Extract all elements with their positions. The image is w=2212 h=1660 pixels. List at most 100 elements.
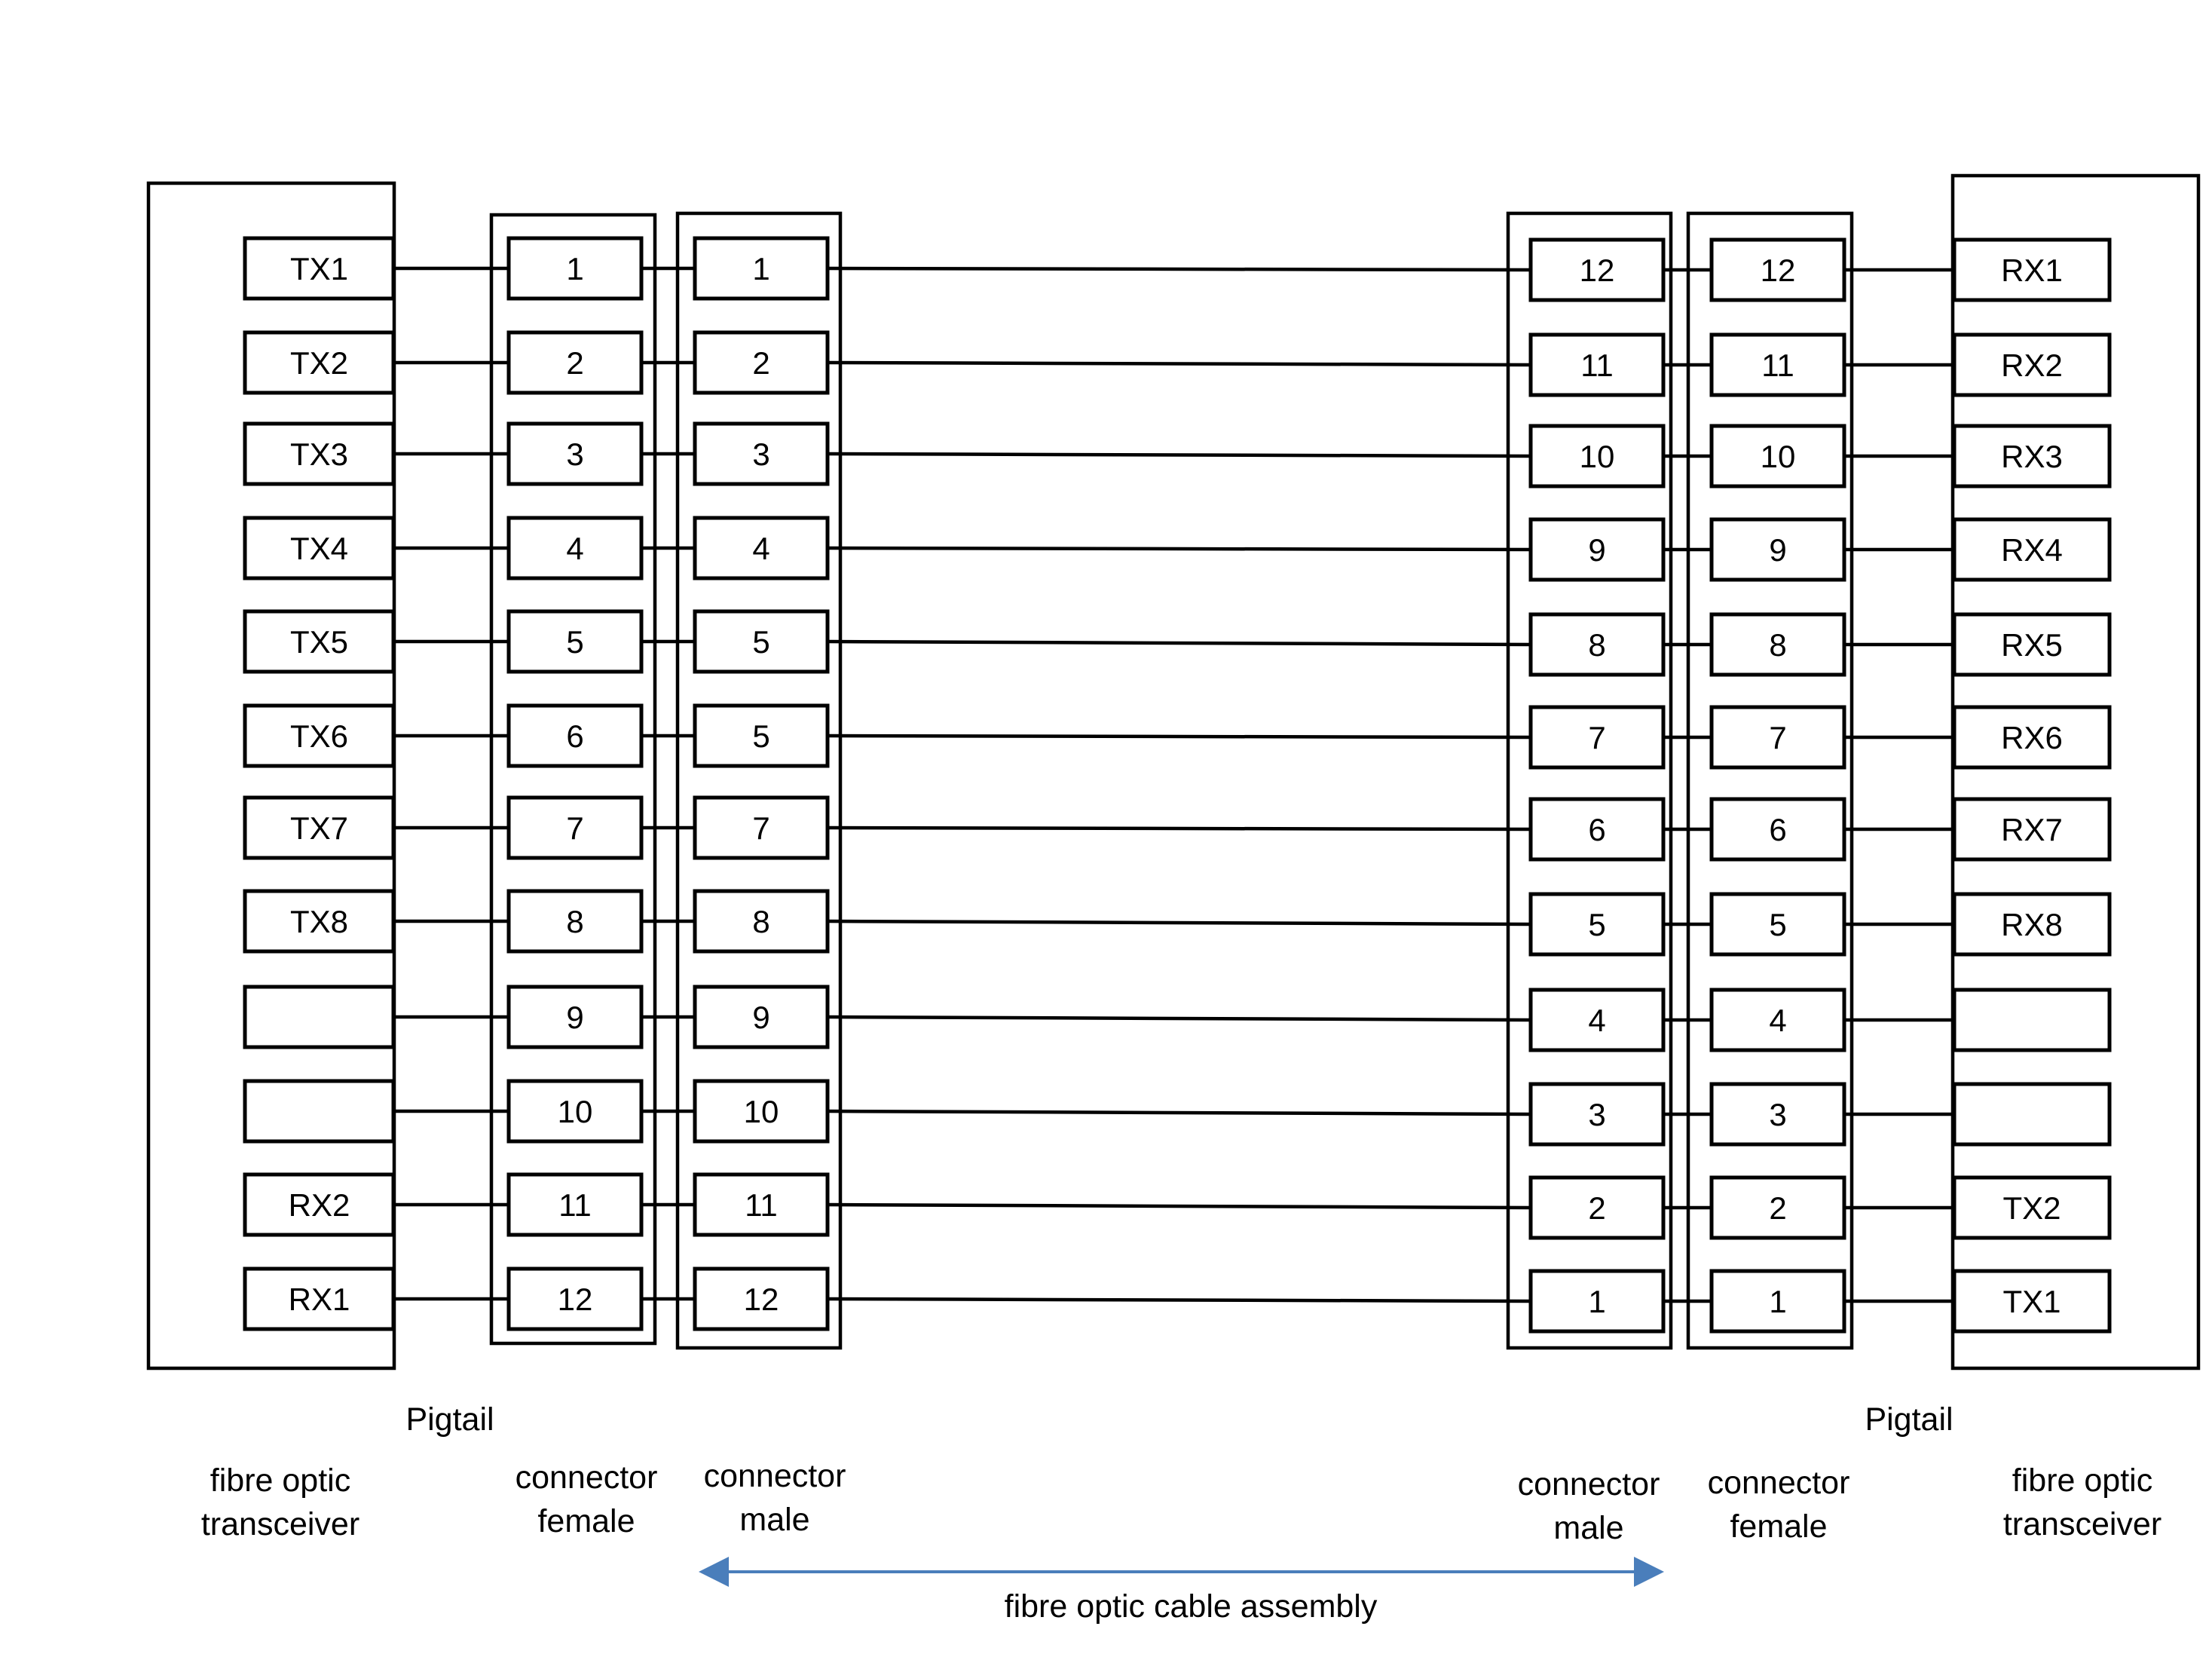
right-connector-female-label-line2: female <box>1730 1508 1827 1545</box>
left-male-pin-box <box>693 330 830 395</box>
cable-fibre <box>827 452 1531 458</box>
left-male-pin: 5 <box>693 703 830 768</box>
right-transceiver-channel-box <box>1952 612 2112 677</box>
right-male-pin-box <box>1528 797 1666 862</box>
left-female-pin-label: 2 <box>566 345 583 381</box>
left-transceiver-channel-label: TX4 <box>290 531 348 566</box>
right-transceiver-channel-label: TX1 <box>2002 1284 2061 1319</box>
left-female-pin-label: 5 <box>566 624 583 660</box>
right-male-pin: 12 <box>1528 237 1666 302</box>
left-female-pin: 10 <box>506 1079 644 1144</box>
right-male-pin-box <box>1528 1269 1666 1334</box>
pigtail-right-label: Pigtail <box>1865 1401 1953 1438</box>
right-transceiver-channel-box <box>1952 1269 2112 1334</box>
right-transceiver-channel-box <box>1952 892 2112 957</box>
left-male-pin-box <box>693 889 830 954</box>
right-male-pin-label: 3 <box>1588 1097 1605 1132</box>
left-female-pin: 6 <box>506 703 644 768</box>
left-transceiver-channel-label: TX8 <box>290 904 348 939</box>
left-transceiver-label-line1: fibre optic <box>210 1462 350 1499</box>
right-transceiver-channel: RX5 <box>1952 612 2112 677</box>
right-male-pin-label: 2 <box>1588 1190 1605 1226</box>
left-transceiver-channel: TX4 <box>243 516 396 580</box>
right-male-pin-label: 12 <box>1580 253 1615 288</box>
right-connector-male-housing <box>1506 211 1673 1350</box>
left-transceiver-channel: TX3 <box>243 421 396 486</box>
right-male-pin-box <box>1528 1082 1666 1147</box>
left-female-pin-box <box>506 516 644 580</box>
right-male-pin: 4 <box>1528 988 1666 1052</box>
right-female-pin-label: 1 <box>1769 1284 1786 1319</box>
right-female-pin: 5 <box>1709 892 1846 957</box>
right-transceiver-channel-box <box>1952 988 2112 1052</box>
left-male-pin-label: 5 <box>752 718 769 754</box>
right-male-pin-box <box>1528 1175 1666 1240</box>
left-transceiver-channel-label: TX1 <box>290 251 348 286</box>
right-male-pin-box <box>1528 988 1666 1052</box>
right-female-pin-box <box>1709 1082 1846 1147</box>
left-female-pin: 2 <box>506 330 644 395</box>
left-male-pin: 7 <box>693 795 830 860</box>
left-transceiver-channel-box <box>243 330 396 395</box>
right-female-pin-label: 10 <box>1761 439 1796 474</box>
left-male-pin: 11 <box>693 1172 830 1237</box>
left-connector-female-housing <box>489 213 657 1346</box>
right-male-pin-box <box>1528 517 1666 582</box>
left-transceiver-channel-box <box>243 1172 396 1237</box>
left-transceiver-channel-label: TX3 <box>290 436 348 472</box>
left-transceiver-channel-box <box>243 1079 396 1144</box>
left-transceiver-channel-box <box>243 609 396 674</box>
right-female-pin-box <box>1709 1269 1846 1334</box>
left-male-pin-label: 2 <box>752 345 769 381</box>
left-male-pin-label: 11 <box>745 1187 778 1223</box>
right-transceiver-channel-box <box>1952 1082 2112 1147</box>
cable-fibre <box>827 639 1531 647</box>
left-male-pin-label: 10 <box>744 1094 779 1129</box>
left-female-pin-box <box>506 985 644 1049</box>
right-female-pin-box <box>1709 1175 1846 1240</box>
right-male-pin-box <box>1528 892 1666 957</box>
left-transceiver-channel-box <box>243 985 396 1049</box>
left-transceiver-channel: TX6 <box>243 703 396 768</box>
right-transceiver-channel-box <box>1952 424 2112 489</box>
right-transceiver-label-line2: transceiver <box>2003 1506 2162 1542</box>
right-male-pin: 7 <box>1528 705 1666 770</box>
left-transceiver-channel-label: TX6 <box>290 718 348 754</box>
cable-fibre <box>827 1297 1531 1303</box>
right-transceiver-channel <box>1952 1082 2112 1147</box>
left-transceiver-channel-box <box>243 795 396 860</box>
left-transceiver-channel: TX1 <box>243 236 396 301</box>
left-female-pin-box <box>506 609 644 674</box>
left-female-pin-box <box>506 421 644 486</box>
right-female-pin-box <box>1709 797 1846 862</box>
right-female-pin-box <box>1709 988 1846 1052</box>
left-female-pin-box <box>506 330 644 395</box>
right-female-pin: 4 <box>1709 988 1846 1052</box>
left-transceiver-channel: TX2 <box>243 330 396 395</box>
left-female-pin: 12 <box>506 1266 644 1331</box>
left-male-pin-box <box>693 985 830 1049</box>
right-female-pin: 6 <box>1709 797 1846 862</box>
right-male-pin-label: 11 <box>1580 348 1614 383</box>
right-transceiver-channel: RX1 <box>1952 237 2112 302</box>
right-transceiver-channel-label: RX8 <box>2001 907 2063 942</box>
left-male-pin: 10 <box>693 1079 830 1144</box>
left-transceiver-channel-label: TX7 <box>290 810 348 846</box>
left-transceiver-channel-label: RX1 <box>289 1282 350 1317</box>
left-transceiver-label-line2: transceiver <box>201 1506 359 1542</box>
right-male-pin: 10 <box>1528 424 1666 489</box>
right-female-pin-box <box>1709 517 1846 582</box>
left-female-pin-label: 6 <box>566 718 583 754</box>
right-male-pin-label: 1 <box>1588 1284 1605 1319</box>
left-transceiver-channel-box <box>243 516 396 580</box>
left-male-pin: 3 <box>693 421 830 486</box>
left-transceiver-channel-box <box>243 1266 396 1331</box>
right-transceiver-channel-label: RX4 <box>2001 532 2063 568</box>
left-female-pin: 4 <box>506 516 644 580</box>
right-female-pin: 10 <box>1709 424 1846 489</box>
right-connector-male-label-line2: male <box>1553 1510 1623 1546</box>
left-male-pin: 12 <box>693 1266 830 1331</box>
right-transceiver-channel <box>1952 988 2112 1052</box>
right-female-pin-label: 4 <box>1769 1003 1786 1038</box>
